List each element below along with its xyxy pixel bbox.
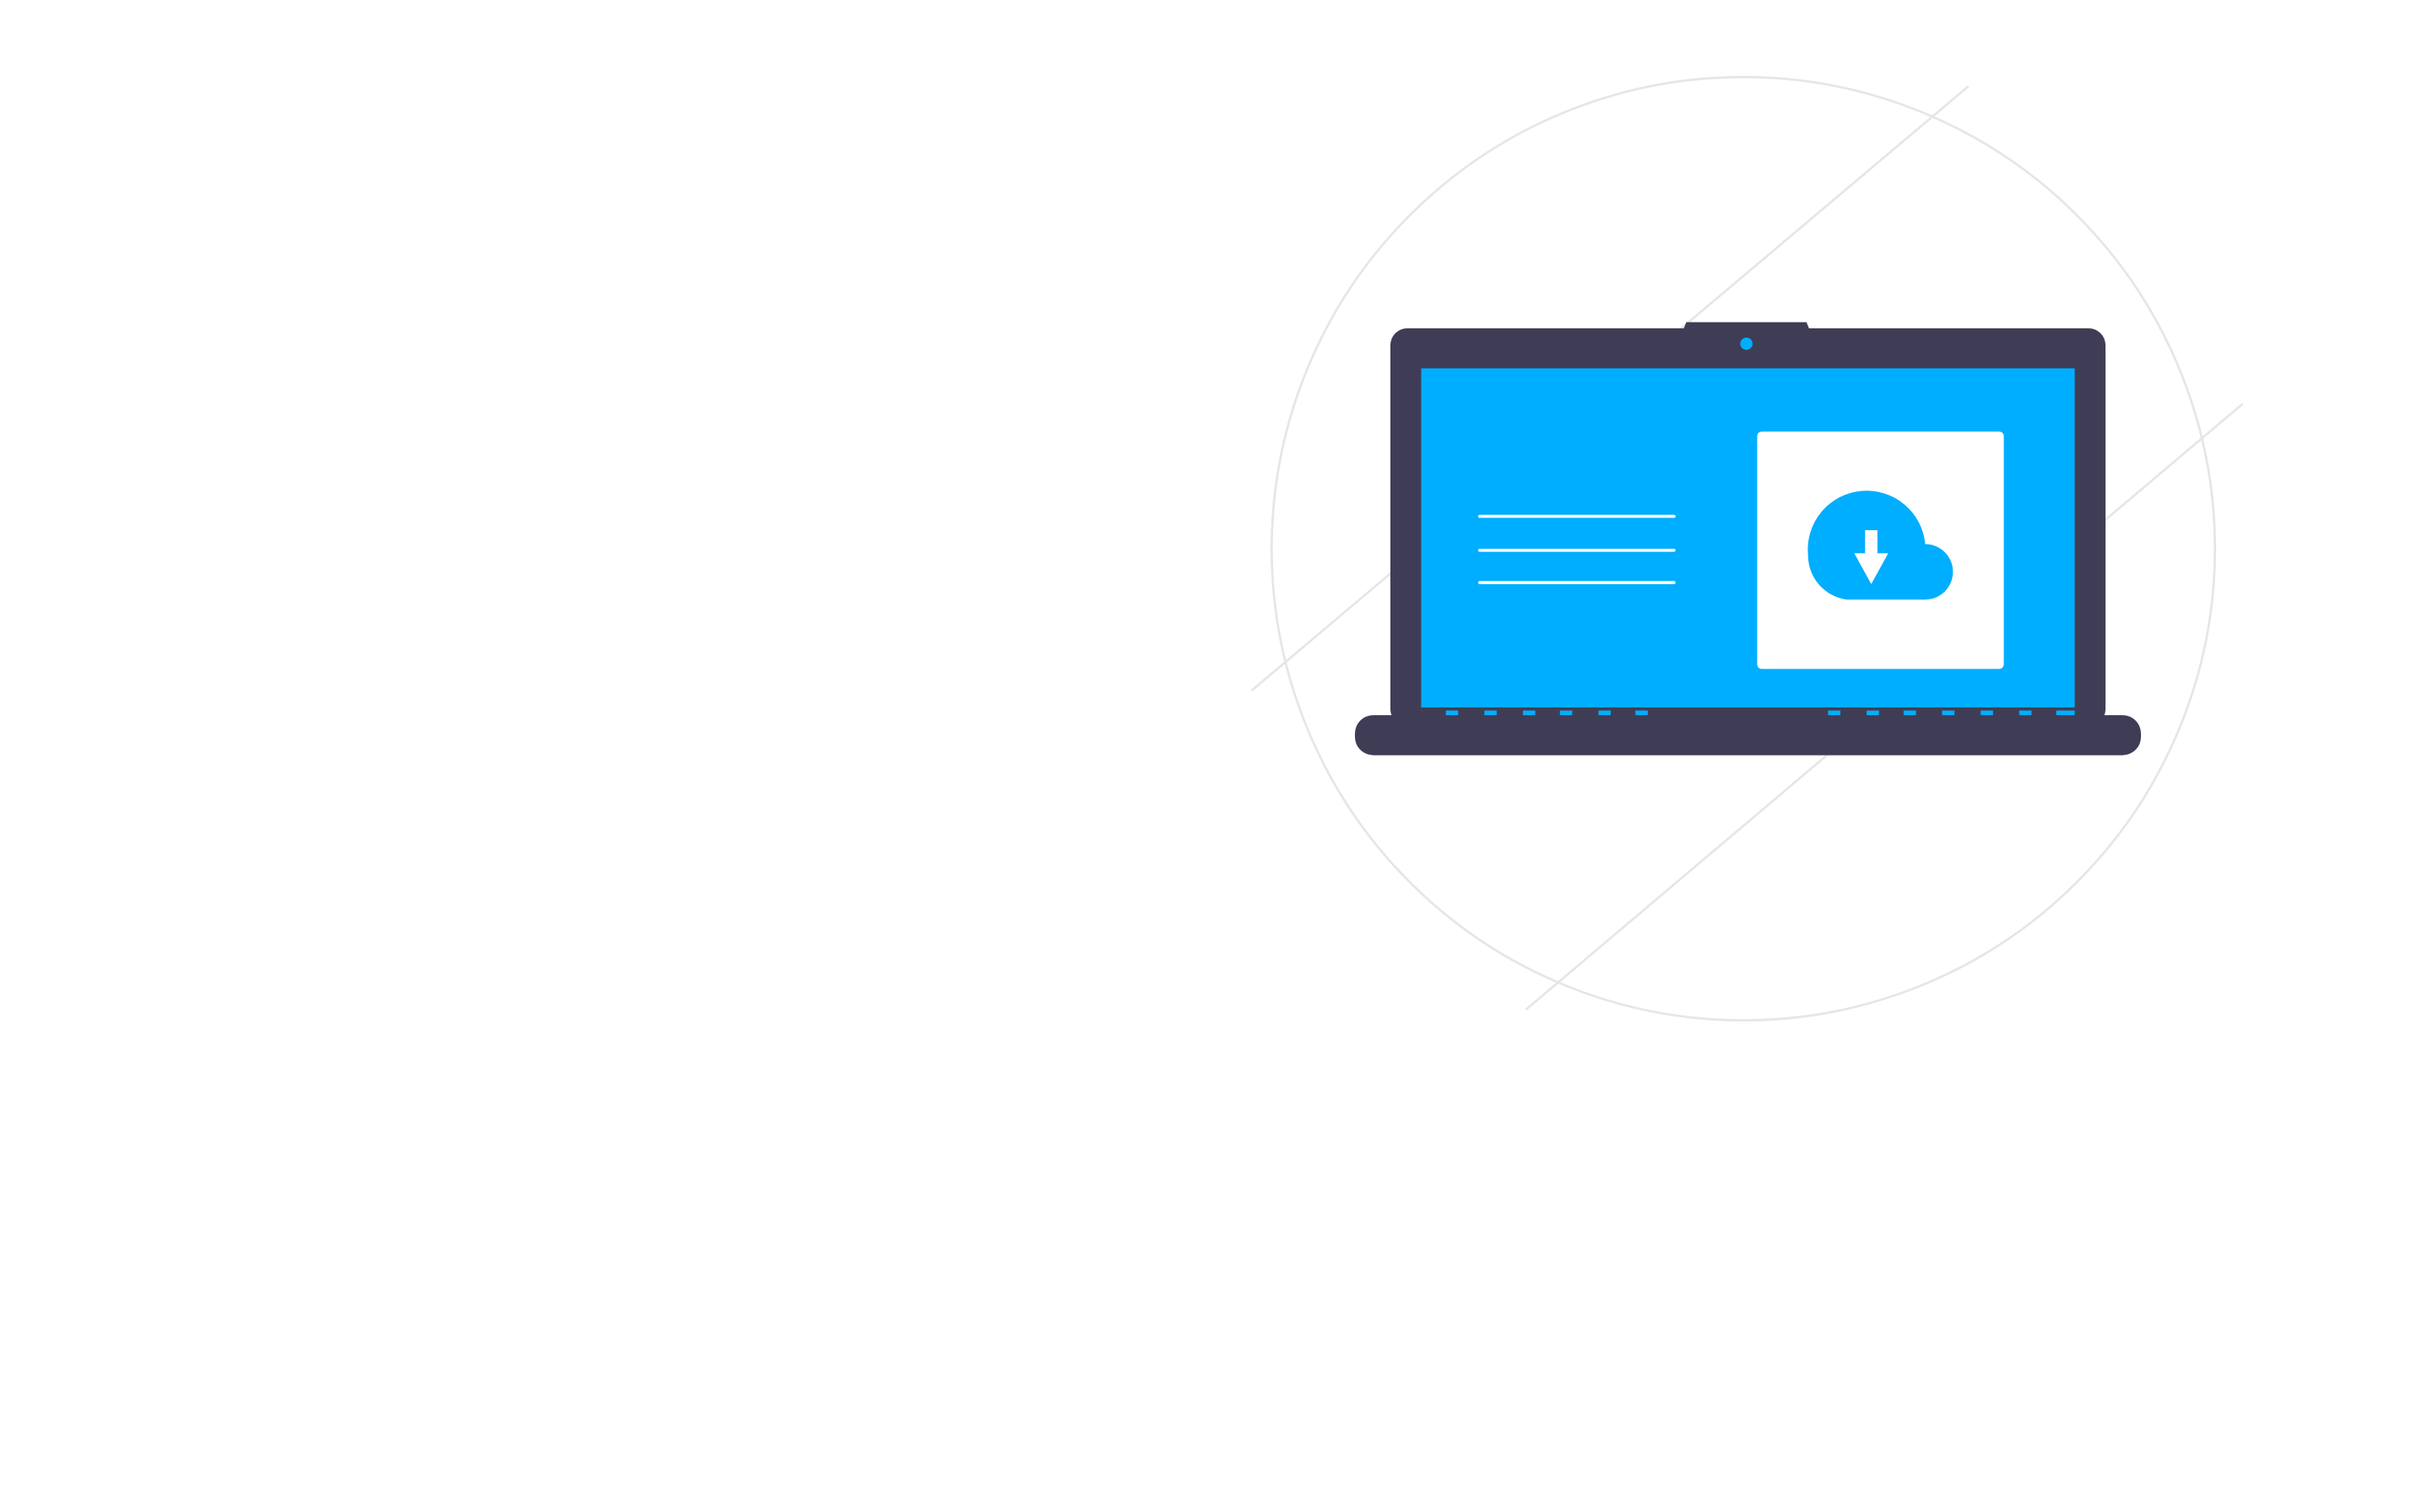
- keyboard-key: [1942, 710, 1955, 717]
- keyboard-key: [1522, 710, 1536, 717]
- keyboard-keys-left: [1445, 710, 1648, 717]
- keyboard-key: [1559, 710, 1573, 717]
- webcam-housing: [1683, 322, 1810, 330]
- keyboard-key: [1903, 710, 1916, 717]
- keyboard-key: [1484, 710, 1497, 717]
- keyboard-key: [2056, 710, 2075, 717]
- screen-text-lines: [1477, 514, 1676, 584]
- keyboard-key: [1635, 710, 1648, 717]
- keyboard-key: [2019, 710, 2032, 717]
- download-arrow-icon: [1854, 530, 1889, 584]
- camera-icon: [1740, 337, 1753, 350]
- cloud-download-icon: [1807, 490, 1954, 600]
- decor-circle: [1270, 75, 2217, 1022]
- keyboard-key: [1598, 710, 1612, 717]
- keyboard-key: [1828, 710, 1841, 717]
- keyboard-key: [1981, 710, 1993, 717]
- keyboard-key: [1867, 710, 1879, 717]
- laptop: [1354, 322, 2142, 756]
- keyboard-keys-right: [1828, 710, 2075, 717]
- cloud-shape: [1807, 490, 1954, 600]
- hinge-strip: [1421, 707, 2075, 717]
- keyboard-key: [1445, 710, 1459, 717]
- laptop-base: [1354, 715, 2142, 756]
